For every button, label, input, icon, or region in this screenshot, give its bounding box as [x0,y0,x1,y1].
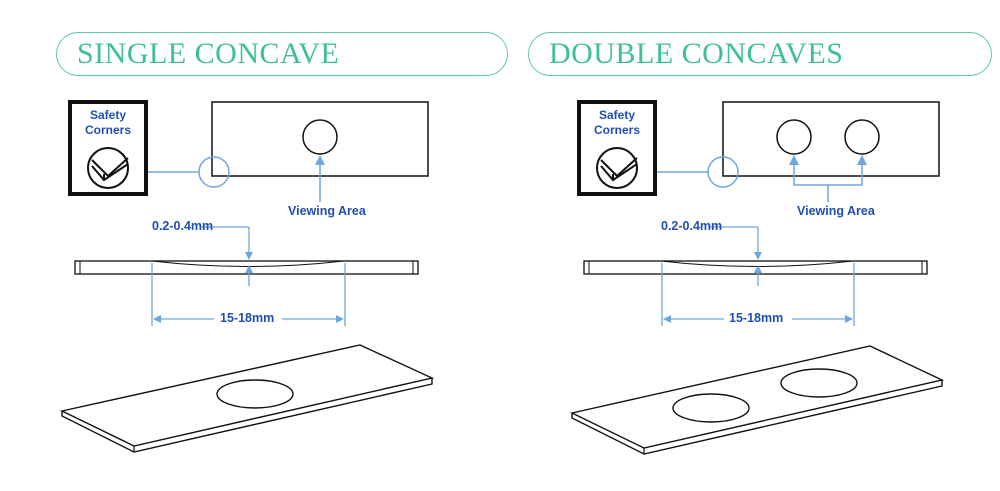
depth-arrow-up [245,265,253,273]
diameter-label: 15-18mm [220,311,275,325]
well-perspective [216,379,294,409]
single-concave-drawing [59,101,435,453]
concave-profile [660,260,854,267]
safety-corners-label: Safety Corners [593,108,640,137]
depth-label: 0.2-0.4mm [661,219,723,233]
title-pill: DOUBLE CONCAVES [528,32,992,76]
well-top-view [302,119,338,155]
concave-profile [151,260,345,267]
slide-perspective-top [59,344,435,447]
diameter-arrow-left [153,315,161,323]
viewing-arrowhead-right [857,155,867,165]
double-concave-panel: DOUBLE CONCAVES [510,0,1000,491]
well-top-view-left [776,119,812,155]
viewing-bracket [793,160,863,186]
diameter-label: 15-18mm [729,311,784,325]
panel-title: SINGLE CONCAVE [77,37,340,70]
safety-corners-box: Safety Corners [577,100,657,196]
well-top-view-right [844,119,880,155]
single-concave-panel: SINGLE CONCAVE Safet [56,32,508,453]
slide-perspective-edge [61,378,433,453]
double-concave-drawing [569,101,945,455]
depth-label: 0.2-0.4mm [152,219,214,233]
viewing-arrowhead-left [789,155,799,165]
title-pill: SINGLE CONCAVE [56,32,508,76]
well-perspective-left [672,393,750,423]
safety-corner-icon [87,147,129,189]
safety-corners-box: Safety Corners [68,100,148,196]
well-perspective-right [780,368,858,398]
viewing-arrowhead [315,155,325,165]
slide-side-view [74,260,419,275]
slide-side-view [583,260,928,275]
slide-perspective-edge [571,380,943,455]
safety-corners-label: Safety Corners [84,108,131,137]
depth-arrow-down [754,252,762,260]
diameter-arrow-left [663,315,671,323]
slide-perspective-top [569,345,945,449]
viewing-area-label: Viewing Area [288,204,366,218]
safety-corner-icon [596,147,638,189]
viewing-area-label: Viewing Area [797,204,875,218]
corner-callout-circle [198,156,230,188]
depth-arrow-down [245,252,253,260]
slide-top-view [722,101,940,177]
depth-arrow-up [754,265,762,273]
panel-title: DOUBLE CONCAVES [549,37,844,70]
diameter-arrow-right [336,315,344,323]
diameter-arrow-right [845,315,853,323]
